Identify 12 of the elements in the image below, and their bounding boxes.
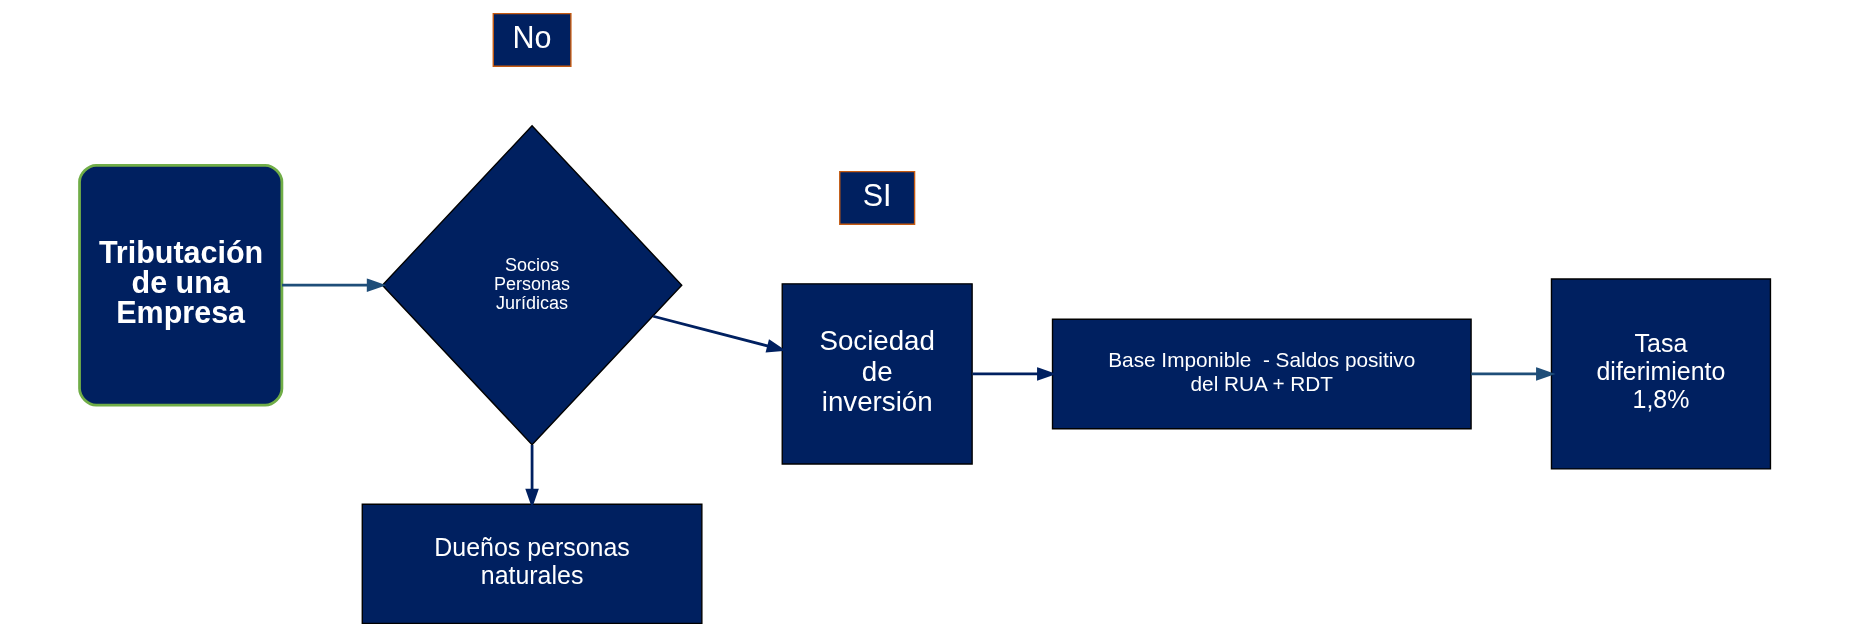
arrow: [971, 367, 1056, 381]
node-box: Tributación de una Empresa: [77, 163, 283, 407]
node-box: Dueños personas naturales: [361, 503, 703, 625]
node-box: Tasa diferimiento 1,8%: [1550, 278, 1771, 470]
node-box: SI: [838, 170, 915, 225]
node-box: Sociedad de inversión: [781, 283, 973, 465]
arrow: [1470, 367, 1555, 381]
node-box: Base Imponible - Saldos positivo del RUA + RDT: [1051, 318, 1472, 430]
arrow: [281, 278, 386, 293]
arrow: [652, 314, 786, 353]
node-diamond: Socios Personas Jurídicas: [380, 124, 683, 446]
node-box: No: [492, 12, 572, 67]
